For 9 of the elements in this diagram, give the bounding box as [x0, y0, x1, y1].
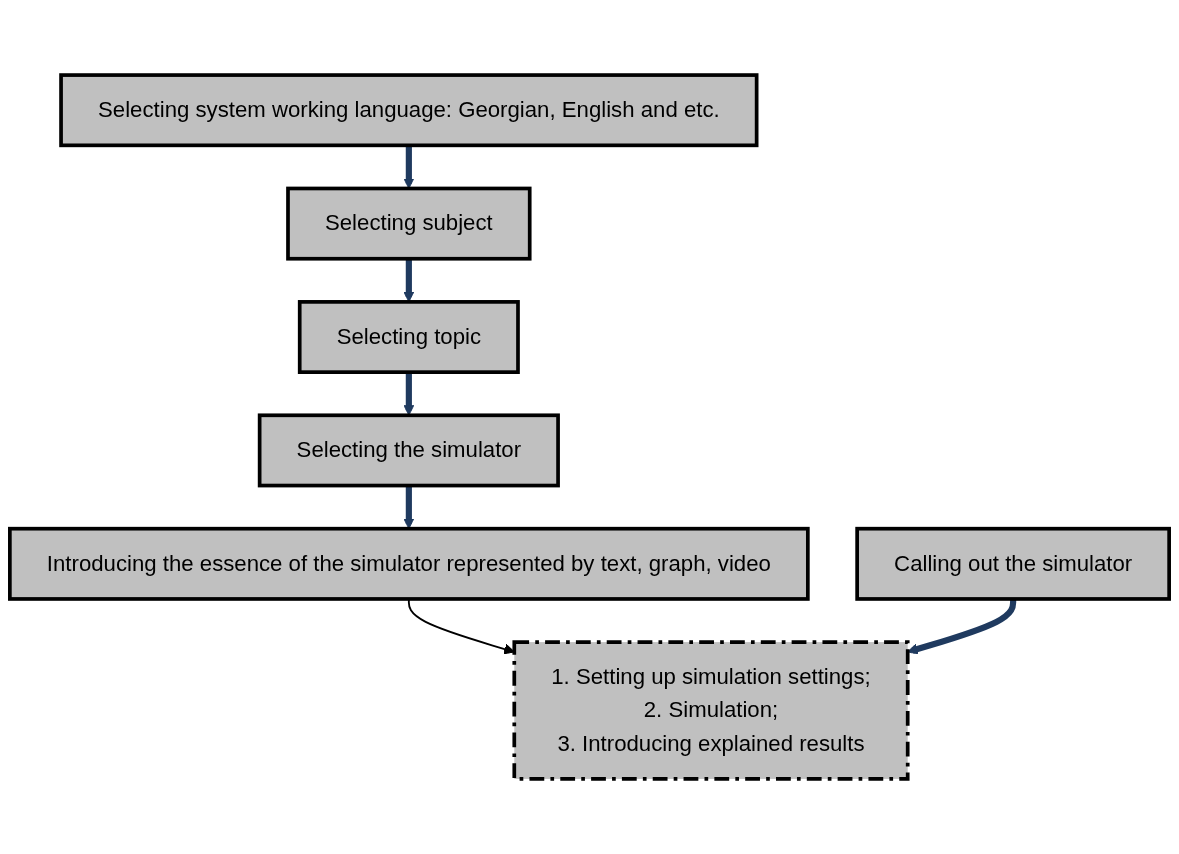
node-box: Calling out the simulator — [855, 526, 1171, 601]
arrow — [403, 372, 415, 416]
node-box: Selecting the simulator — [257, 413, 560, 488]
node-box: Selecting topic — [297, 300, 520, 374]
arrow — [403, 145, 415, 189]
node-box: 1. Setting up simulation settings; 2. Simulation; 3. Introducing explained results — [512, 640, 910, 781]
node-box: Selecting system working language: Georgian, English and etc. — [59, 73, 759, 148]
node-box: Introducing the essence of the simulator represented by text, graph, video — [8, 526, 810, 601]
node-box: Selecting subject — [286, 186, 532, 261]
